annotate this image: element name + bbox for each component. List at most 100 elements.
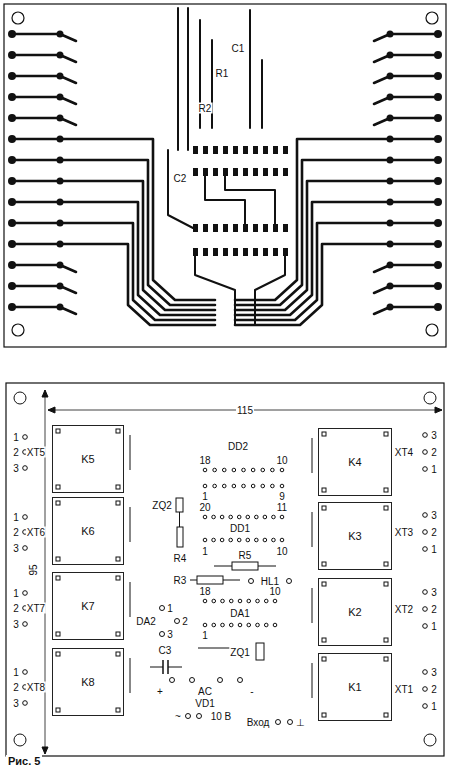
terminal-number: 2 [12, 682, 20, 693]
terminal-number: 3 [12, 619, 20, 630]
part-label: R1 [215, 68, 230, 79]
pin-pad [246, 515, 250, 519]
copper-pad [387, 94, 394, 101]
pin-pad [218, 678, 223, 683]
terminal-pad [423, 704, 428, 709]
copper-pad [8, 303, 16, 311]
pin-pad [186, 714, 191, 719]
copper-pad [57, 241, 64, 248]
dip-pad [213, 146, 218, 154]
copper-pad [8, 30, 16, 38]
pin-pad [221, 599, 225, 603]
copper-pad [434, 114, 442, 122]
copper-pad [8, 198, 16, 206]
copper-trace [12, 76, 76, 83]
dip-pad [243, 146, 248, 154]
pin-pad [255, 538, 259, 542]
part-label: R4 [173, 553, 188, 564]
pin-pad [238, 623, 242, 627]
pin-pad [280, 515, 284, 519]
terminal-number: 3 [430, 430, 438, 441]
copper-pad [57, 94, 64, 101]
dip-pad [213, 248, 218, 256]
relay-pin [322, 488, 326, 492]
copper-trace [374, 286, 438, 293]
copper-pad [387, 178, 394, 185]
terminal-number: 1 [430, 464, 438, 475]
copper-pad [57, 136, 64, 143]
resistor-symbol [177, 527, 183, 547]
part-label: 18 [198, 455, 211, 466]
terminal-pad [23, 701, 28, 706]
pin-pad [242, 468, 246, 472]
part-label: 10 [275, 546, 288, 557]
relay-label: K4 [347, 456, 362, 468]
dip-pad [233, 224, 238, 232]
pin-pad [242, 484, 246, 488]
copper-trace [374, 55, 438, 62]
copper-pad [434, 219, 442, 227]
dip-pad [263, 168, 268, 176]
relay-box: K8 [52, 648, 124, 716]
pin-pad [222, 484, 226, 488]
relay-pin [56, 652, 60, 656]
terminal-number: 1 [12, 588, 20, 599]
copper-pad [57, 262, 64, 269]
part-label: XT3 [394, 527, 414, 538]
relay-box: K7 [52, 572, 124, 640]
terminal-pad [423, 530, 428, 535]
part-label: + [156, 686, 164, 697]
copper-pad [8, 114, 16, 122]
part-label: XT2 [394, 604, 414, 615]
part-label: C2 [173, 173, 188, 184]
relay-box: K3 [318, 502, 392, 570]
copper-pad [57, 115, 64, 122]
part-label: 1 [201, 630, 209, 641]
copper-trace [12, 265, 76, 272]
copper-pad [434, 303, 442, 311]
copper-pad [387, 136, 394, 143]
terminal-number: 3 [430, 667, 438, 678]
copper-pad [57, 157, 64, 164]
mounting-hole [424, 734, 436, 746]
copper-pad [8, 177, 16, 185]
terminal-number: 2 [12, 603, 20, 614]
copper-trace [211, 40, 213, 128]
dip-pad [253, 224, 258, 232]
pin-pad [222, 468, 226, 472]
pin-pad [238, 678, 243, 683]
terminal-number: 1 [12, 432, 20, 443]
mounting-hole [12, 324, 24, 336]
dimension-label: 95 [28, 563, 39, 576]
copper-pad [434, 240, 442, 248]
relay-label: K7 [80, 600, 95, 612]
terminal-pad [423, 467, 428, 472]
copper-pad [434, 135, 442, 143]
pin-pad [197, 714, 202, 719]
part-label: 10 [268, 586, 281, 597]
copper-trace [12, 97, 76, 104]
relay-pin [56, 557, 60, 561]
pin-pad [229, 599, 233, 603]
wire [150, 667, 163, 668]
crystal-symbol [176, 498, 183, 512]
dip-pad [193, 146, 198, 154]
dip-pad [283, 224, 288, 232]
copper-pad [387, 31, 394, 38]
part-label: VD1 [194, 698, 215, 709]
copper-pad [8, 156, 16, 164]
copper-pad [387, 52, 394, 59]
pin-pad [212, 599, 216, 603]
copper-trace [374, 76, 438, 83]
pin-pad [203, 538, 207, 542]
terminal-pad [23, 546, 28, 551]
relay-pin [56, 485, 60, 489]
part-label: DD2 [227, 441, 249, 452]
relay-pin [116, 485, 120, 489]
copper-trace [12, 55, 76, 62]
pin-pad [255, 515, 259, 519]
dip-pad [223, 146, 228, 154]
pin-pad [190, 678, 195, 683]
copper-trace [177, 8, 179, 150]
